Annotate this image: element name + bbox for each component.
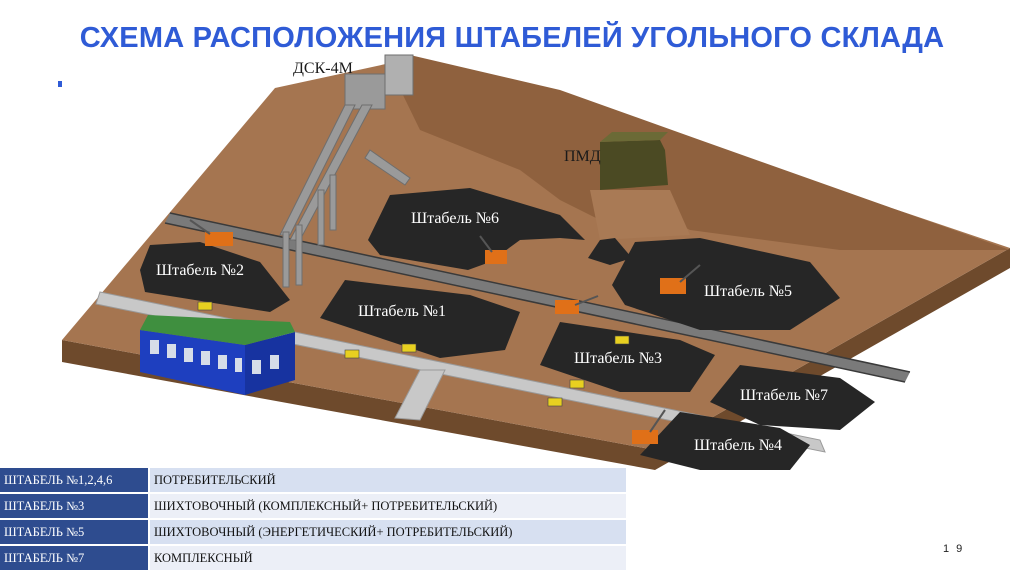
pmd-heap [588,238,632,265]
label-pile-2: Штабель №2 [156,262,245,279]
label-pile-7: Штабель №7 [740,387,829,404]
legend-row: ШТАБЕЛЬ №5 ШИХТОВОЧНЫЙ (ЭНЕРГЕТИЧЕСКИЙ+ … [0,520,626,544]
legend-value: ШИХТОВОЧНЫЙ (ЭНЕРГЕТИЧЕСКИЙ+ ПОТРЕБИТЕЛЬ… [148,520,626,544]
dsk-conveyor [279,54,414,288]
label-dsk: ДСК-4М [293,60,353,77]
label-pile-1: Штабель №1 [358,303,447,320]
legend-key: ШТАБЕЛЬ №1,2,4,6 [0,468,148,492]
pile-6-shape [368,188,585,270]
label-pmd: ПМД [564,148,601,165]
label-pile-4: Штабель №4 [694,437,783,454]
legend-key: ШТАБЕЛЬ №5 [0,520,148,544]
page-title: СХЕМА РАСПОЛОЖЕНИЯ ШТАБЕЛЕЙ УГОЛЬНОГО СК… [79,22,945,54]
hill-face [590,190,690,240]
page-number: 1 9 [943,543,965,555]
legend-value: ПОТРЕБИТЕЛЬСКИЙ [148,468,626,492]
pile-2-shape [140,242,290,312]
coal-yard-diagram [62,54,1010,470]
pmd-building [600,132,668,190]
legend-key: ШТАБЕЛЬ №7 [0,546,148,570]
excavators [189,219,701,444]
pile-1-shape [320,280,520,358]
label-pile-5: Штабель №5 [704,283,793,300]
label-pile-6: Штабель №6 [411,210,500,227]
pile-5-shape [612,238,840,330]
legend-value: ШИХТОВОЧНЫЙ (КОМПЛЕКСНЫЙ+ ПОТРЕБИТЕЛЬСКИ… [148,494,626,518]
bullet-mark [58,81,62,87]
legend-row: ШТАБЕЛЬ №1,2,4,6 ПОТРЕБИТЕЛЬСКИЙ [0,468,626,492]
coal-piles [140,188,875,470]
legend-value: КОМПЛЕКСНЫЙ [148,546,626,570]
legend-key: ШТАБЕЛЬ №3 [0,494,148,518]
trucks [197,301,630,407]
legend-table: ШТАБЕЛЬ №1,2,4,6 ПОТРЕБИТЕЛЬСКИЙ ШТАБЕЛЬ… [0,466,626,572]
pile-4-shape [640,412,810,470]
label-pile-3: Штабель №3 [574,350,663,367]
legend-row: ШТАБЕЛЬ №7 КОМПЛЕКСНЫЙ [0,546,626,570]
hill [385,55,1010,250]
pile-3-shape [540,322,715,392]
pile-7-shape [710,365,875,430]
legend-row: ШТАБЕЛЬ №3 ШИХТОВОЧНЫЙ (КОМПЛЕКСНЫЙ+ ПОТ… [0,494,626,518]
blue-building [140,315,295,395]
